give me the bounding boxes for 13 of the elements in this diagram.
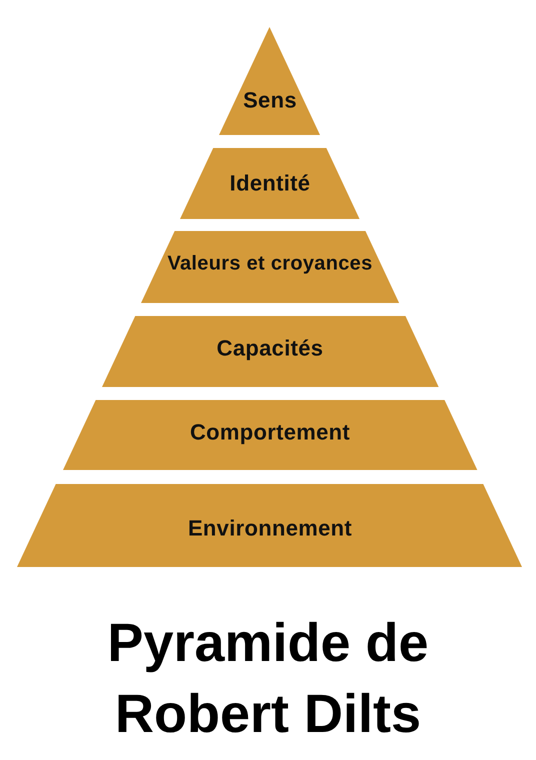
tier-label: Sens [243,87,297,113]
tier-label: Valeurs et croyances [167,252,372,276]
pyramid-tier [62,400,478,470]
tier-label: Comportement [190,419,350,445]
diagram-title: Pyramide de Robert Dilts [106,612,430,746]
pyramid-tier [17,484,522,567]
pyramid-tier [140,231,400,303]
tier-label: Environnement [188,515,352,541]
tier-label: Identité [230,170,310,196]
pyramid-tier [102,316,438,387]
pyramid-tier [219,27,320,135]
tier-label: Capacités [216,335,324,361]
pyramid-tier [180,148,360,219]
